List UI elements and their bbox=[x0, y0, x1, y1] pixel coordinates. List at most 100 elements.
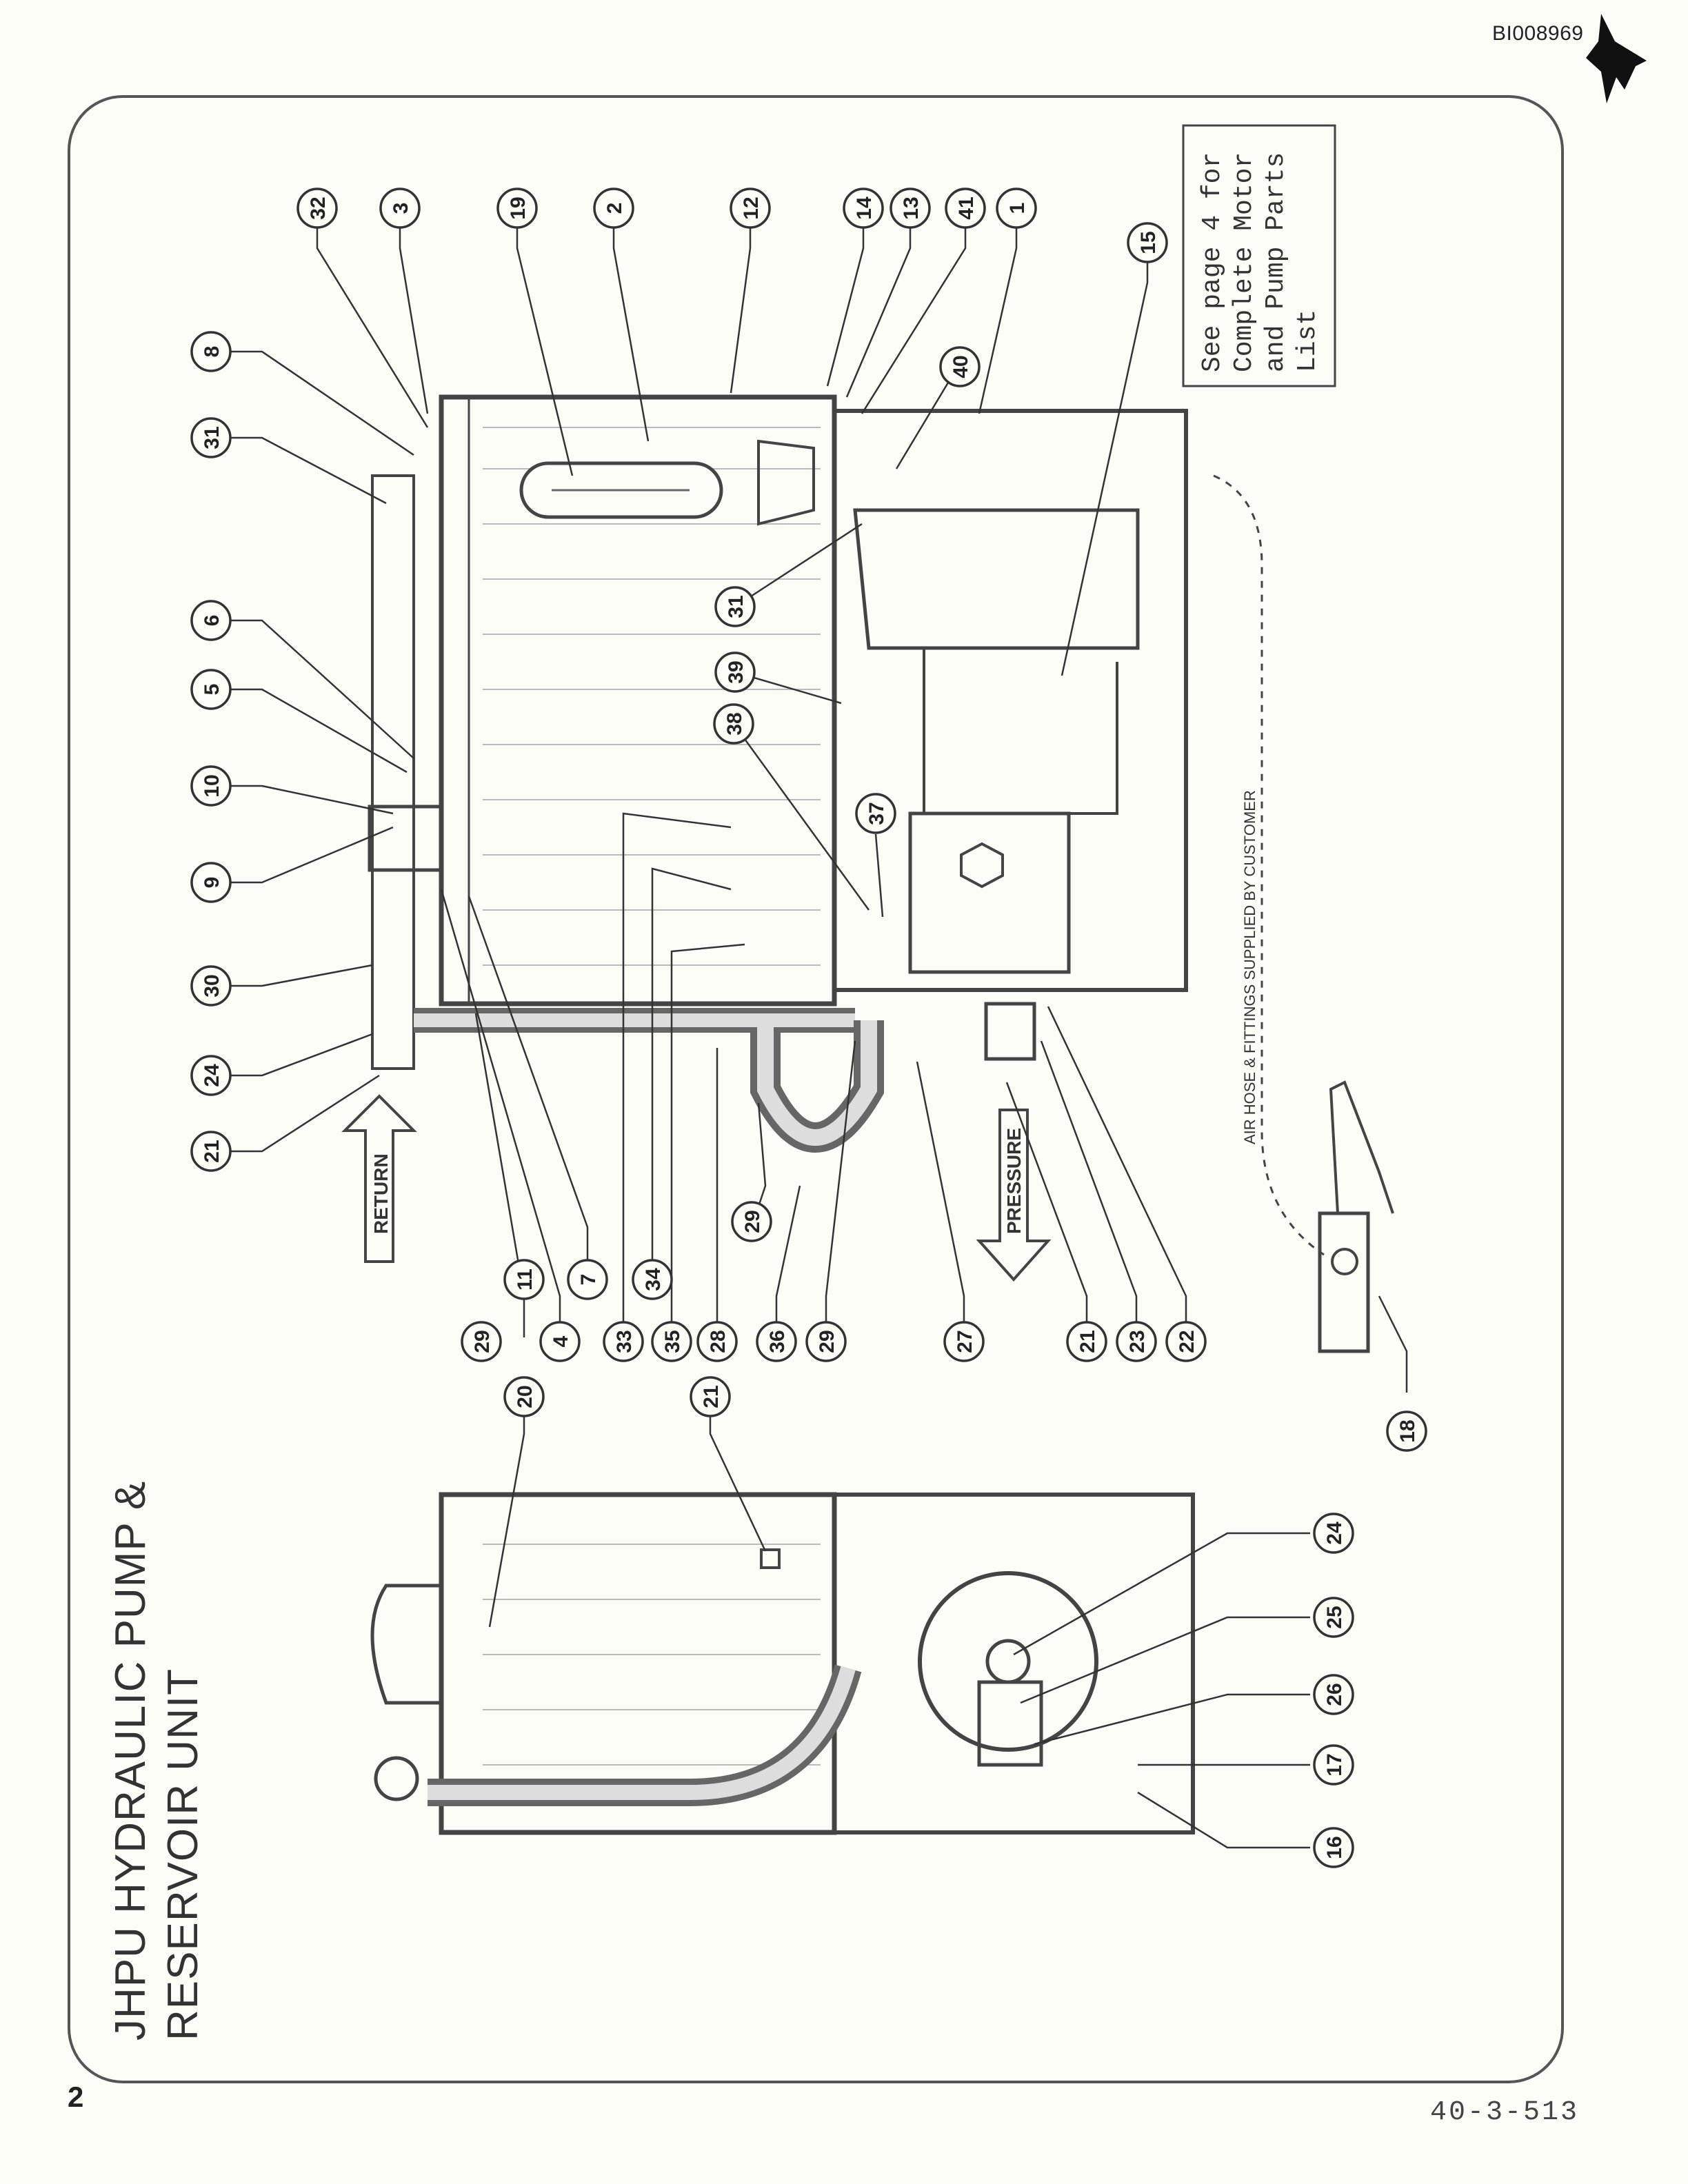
callout-31: 31 bbox=[190, 417, 232, 458]
callout-3: 3 bbox=[379, 188, 421, 229]
pressure-arrow: PRESSURE bbox=[976, 1109, 1052, 1282]
svg-text:1: 1 bbox=[1006, 203, 1029, 214]
svg-text:29: 29 bbox=[741, 1210, 764, 1233]
title-line-1: JHPU HYDRAULIC PUMP & bbox=[107, 1481, 154, 2041]
lower-view bbox=[370, 1492, 1195, 1835]
pressure-label: PRESSURE bbox=[1003, 1128, 1025, 1234]
callout-41: 41 bbox=[945, 188, 986, 229]
callout-11: 11 bbox=[503, 1259, 545, 1300]
callout-30: 30 bbox=[190, 965, 232, 1007]
svg-text:21: 21 bbox=[700, 1385, 723, 1408]
callout-21: 21 bbox=[190, 1131, 232, 1172]
document-number: 40-3-513 bbox=[1430, 2097, 1580, 2128]
svg-text:14: 14 bbox=[853, 196, 876, 220]
lower-motor-housing bbox=[832, 1493, 1195, 1834]
return-label: RETURN bbox=[370, 1153, 392, 1234]
svg-text:20: 20 bbox=[514, 1385, 536, 1408]
svg-text:17: 17 bbox=[1323, 1753, 1346, 1776]
callout-16: 16 bbox=[1313, 1827, 1354, 1868]
callout-21b: 21 bbox=[1066, 1321, 1107, 1362]
svg-text:31: 31 bbox=[725, 595, 747, 618]
note-line-1: See page 4 for bbox=[1198, 152, 1227, 372]
upper-view bbox=[368, 394, 1394, 1353]
svg-text:22: 22 bbox=[1176, 1330, 1198, 1353]
svg-text:25: 25 bbox=[1323, 1606, 1346, 1628]
callout-20: 20 bbox=[503, 1376, 545, 1417]
callout-39: 39 bbox=[714, 651, 756, 693]
title-line-2: RESERVOIR UNIT bbox=[159, 1668, 207, 2041]
svg-text:5: 5 bbox=[201, 684, 223, 696]
callout-26: 26 bbox=[1313, 1674, 1354, 1715]
svg-text:9: 9 bbox=[201, 877, 223, 889]
svg-text:6: 6 bbox=[201, 615, 223, 627]
callout-36: 36 bbox=[756, 1321, 797, 1362]
callout-27: 27 bbox=[943, 1321, 985, 1362]
callout-31b: 31 bbox=[714, 586, 756, 627]
title-block: JHPU HYDRAULIC PUMP & RESERVOIR UNIT bbox=[107, 1481, 207, 2041]
svg-text:38: 38 bbox=[723, 712, 746, 735]
svg-text:27: 27 bbox=[954, 1330, 976, 1353]
callout-40: 40 bbox=[939, 346, 981, 387]
callout-33: 33 bbox=[603, 1321, 644, 1362]
svg-text:16: 16 bbox=[1323, 1836, 1346, 1859]
svg-text:23: 23 bbox=[1126, 1330, 1149, 1353]
callout-9: 9 bbox=[190, 862, 232, 903]
motor-housing bbox=[832, 409, 1188, 992]
svg-text:3: 3 bbox=[390, 203, 412, 214]
svg-text:7: 7 bbox=[577, 1274, 600, 1286]
note-line-2: Complete Motor bbox=[1229, 152, 1259, 372]
svg-text:31: 31 bbox=[201, 426, 223, 449]
svg-text:2: 2 bbox=[603, 203, 626, 214]
svg-text:39: 39 bbox=[725, 660, 747, 683]
svg-text:4: 4 bbox=[550, 1335, 572, 1347]
svg-text:24: 24 bbox=[1323, 1521, 1346, 1545]
callout-7: 7 bbox=[567, 1259, 608, 1300]
callout-29c: 29 bbox=[805, 1321, 847, 1362]
svg-text:10: 10 bbox=[201, 774, 223, 797]
callout-12: 12 bbox=[730, 188, 771, 229]
svg-text:33: 33 bbox=[613, 1330, 636, 1353]
pump-block bbox=[908, 811, 1071, 974]
note-line-3: and Pump Parts bbox=[1261, 152, 1291, 372]
return-fitting bbox=[368, 805, 443, 872]
svg-text:18: 18 bbox=[1396, 1419, 1419, 1442]
callout-21c: 21 bbox=[690, 1376, 731, 1417]
pressure-fitting bbox=[984, 1002, 1036, 1061]
svg-text:13: 13 bbox=[900, 196, 923, 219]
callout-22: 22 bbox=[1165, 1321, 1207, 1362]
callout-14: 14 bbox=[843, 188, 884, 229]
svg-text:21: 21 bbox=[201, 1140, 223, 1162]
callout-1: 1 bbox=[996, 188, 1037, 229]
callout-10: 10 bbox=[190, 765, 232, 807]
callout-17: 17 bbox=[1313, 1744, 1354, 1786]
callout-28: 28 bbox=[696, 1321, 738, 1362]
air-valve bbox=[1318, 1080, 1394, 1353]
svg-text:19: 19 bbox=[507, 196, 530, 219]
svg-text:36: 36 bbox=[766, 1330, 789, 1353]
callout-38: 38 bbox=[713, 703, 754, 745]
callout-24b: 24 bbox=[1313, 1513, 1354, 1554]
svg-text:29: 29 bbox=[816, 1330, 838, 1353]
svg-text:12: 12 bbox=[740, 196, 763, 219]
motor-body bbox=[853, 508, 1140, 650]
svg-text:21: 21 bbox=[1076, 1330, 1099, 1353]
callout-18: 18 bbox=[1386, 1410, 1427, 1452]
callout-32: 32 bbox=[297, 188, 338, 229]
callout-15: 15 bbox=[1127, 222, 1168, 263]
page-frame bbox=[68, 95, 1564, 2083]
air-hose-line bbox=[1213, 474, 1325, 1256]
svg-text:8: 8 bbox=[201, 346, 223, 358]
svg-text:34: 34 bbox=[642, 1268, 665, 1291]
svg-text:15: 15 bbox=[1137, 231, 1160, 254]
callout-35: 35 bbox=[651, 1321, 692, 1362]
svg-text:28: 28 bbox=[707, 1330, 730, 1353]
valve-tee bbox=[977, 1680, 1043, 1767]
callout-4: 4 bbox=[539, 1321, 581, 1362]
callout-19: 19 bbox=[496, 188, 538, 229]
callout-37: 37 bbox=[855, 793, 896, 834]
svg-text:32: 32 bbox=[307, 196, 330, 219]
filler-cap bbox=[370, 1584, 441, 1705]
ink-smudge bbox=[1586, 14, 1647, 103]
document-id: BI008969 bbox=[1492, 22, 1584, 45]
callout-29b: 29 bbox=[731, 1201, 772, 1242]
